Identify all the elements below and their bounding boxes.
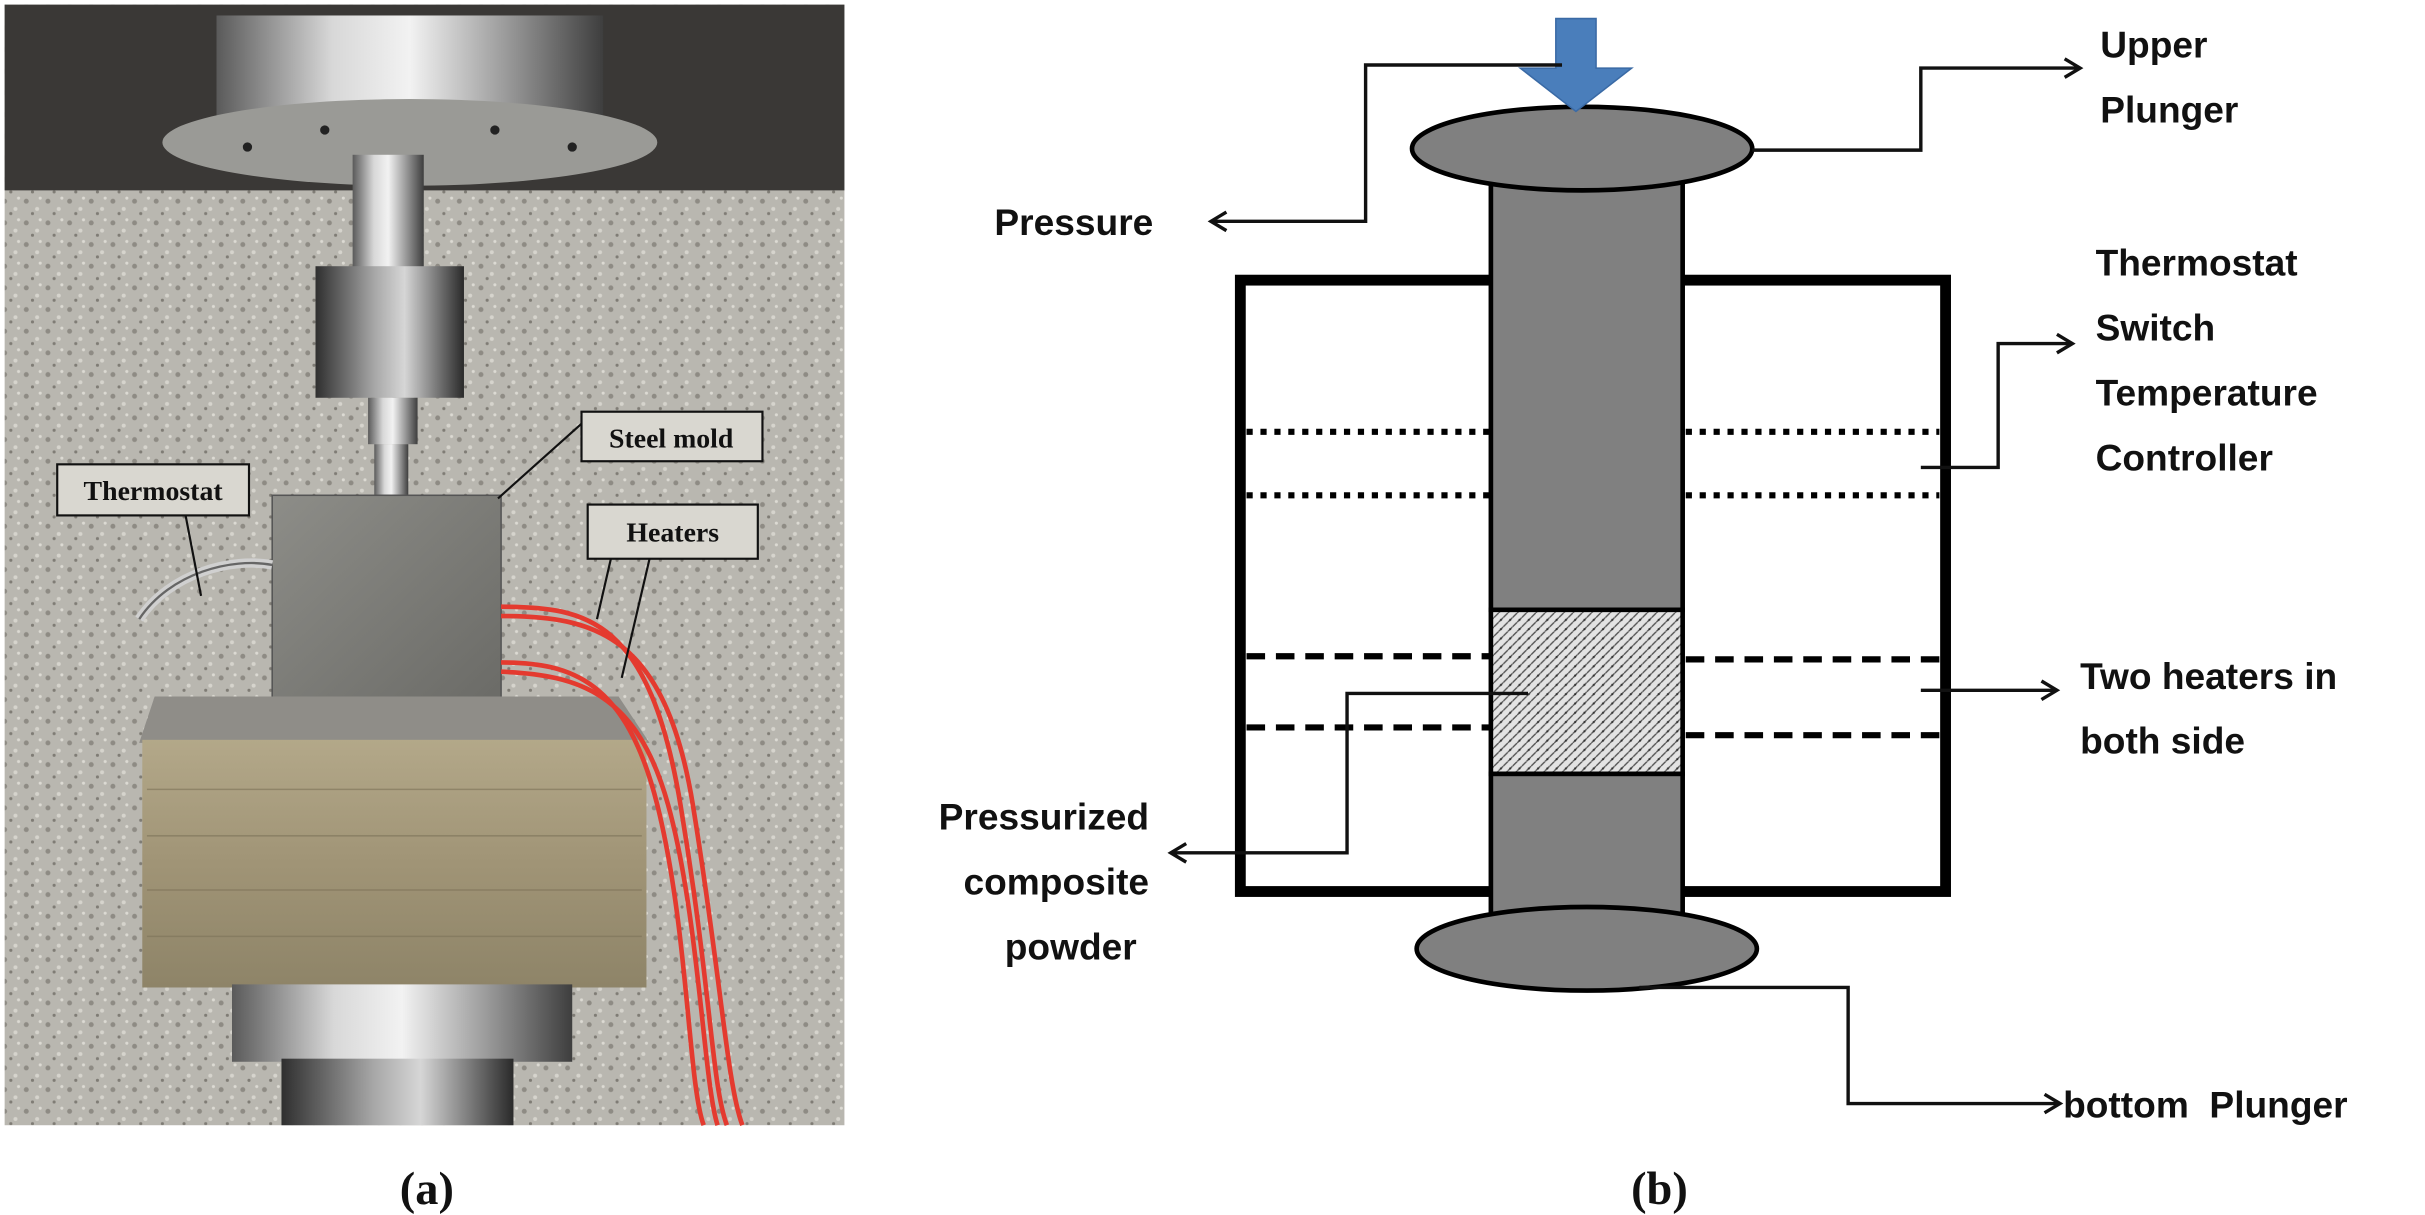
thermostat-callout-box — [56, 463, 251, 517]
arrowhead-icon — [2040, 679, 2061, 702]
steel-mold-callout-box — [580, 410, 764, 463]
thermostat-switch-label-line-1: Thermostat — [2096, 241, 2298, 283]
heater-wires — [500, 604, 745, 1127]
thermostat-dotted-lines — [1246, 428, 1940, 499]
pressure-leader — [1210, 63, 1563, 224]
panel-a-photo: Steel mold Thermostat Heaters — [4, 4, 845, 1127]
thermostat-switch-label-line-4: Controller — [2096, 437, 2273, 479]
upper-plunger-rod — [1488, 171, 1685, 613]
composite-powder-label-line-3: powder — [1005, 926, 1137, 968]
upper-plunger-head — [1409, 104, 1755, 193]
bottom-plunger-label: bottom Plunger — [2063, 1083, 2347, 1125]
arrowhead-icon — [2063, 57, 2084, 79]
composite-powder-leader — [1170, 691, 1528, 855]
upper-plunger-leader — [1752, 66, 2081, 152]
panel-b-caption: (b) — [1631, 1164, 1688, 1215]
bottom-plunger-leader — [1639, 985, 2057, 1106]
composite-powder-label-line-1: Pressurized — [939, 796, 1149, 838]
steel-mold-block — [271, 494, 502, 713]
bolt-hole-icon — [320, 125, 330, 135]
thermostat-switch-label-line-2: Switch — [2096, 306, 2216, 348]
thermostat-leader — [184, 515, 203, 597]
steel-mold-label: Steel mold — [609, 423, 734, 454]
heaters-leader-2 — [620, 558, 651, 679]
heaters-leader-1 — [595, 558, 612, 620]
upper-ram-shaft — [352, 154, 424, 279]
thermostat-switch-leader — [1920, 341, 2073, 470]
steel-mold-leader — [497, 420, 586, 500]
two-heaters-label-line-1: Two heaters in — [2080, 655, 2337, 697]
panel-b-diagram: Pressure Upper Plunger Thermostat Switch… — [939, 17, 2348, 1125]
pressure-arrow-icon — [1518, 17, 1634, 113]
ram-coupler — [315, 266, 464, 398]
bolt-hole-icon — [567, 142, 577, 152]
thermostat-switch-label-line-3: Temperature — [2096, 372, 2318, 414]
bolt-hole-icon — [242, 142, 253, 152]
heater-dashed-lines — [1246, 653, 1940, 739]
thermostat-label: Thermostat — [84, 476, 224, 507]
heaters-label: Heaters — [626, 518, 719, 549]
arrowhead-icon — [2043, 1092, 2064, 1115]
pressure-label: Pressure — [994, 201, 1153, 243]
punch-neck — [368, 397, 418, 445]
upper-platen-flange — [162, 99, 658, 186]
insulating-wood-block — [142, 739, 647, 988]
base-plate — [139, 696, 650, 743]
lower-ram-shaft — [281, 1058, 514, 1126]
composite-powder-label-line-2: composite — [963, 861, 1149, 903]
upper-plunger-label-line-2: Plunger — [2100, 88, 2238, 130]
panel-a-caption: (a) — [400, 1164, 454, 1215]
bolt-hole-icon — [490, 125, 500, 135]
lower-ram-ring — [231, 984, 573, 1062]
bottom-plunger-head — [1414, 904, 1760, 993]
arrowhead-icon — [1167, 842, 1188, 864]
upper-plunger-label-line-1: Upper — [2100, 23, 2207, 65]
arrowhead-icon — [2056, 332, 2076, 355]
two-heaters-label-line-2: both side — [2080, 720, 2245, 762]
heaters-callout-box — [586, 503, 759, 560]
arrowhead-icon — [1207, 210, 1228, 233]
